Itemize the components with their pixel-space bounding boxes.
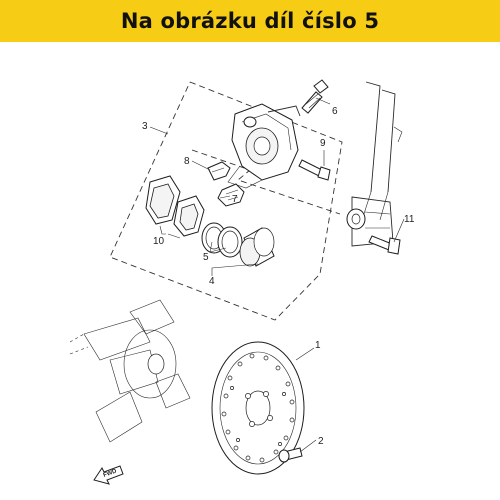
brake-disc [211,341,305,475]
callout-7: 7 [232,194,238,205]
brake-caliper [227,103,301,189]
piston-seals [201,222,243,258]
caliper-bolt [298,159,331,181]
caliper-piston [239,227,275,267]
callout-8: 8 [184,156,190,167]
callout-2: 2 [318,436,324,447]
callout-4: 4 [209,276,215,287]
callout-10: 10 [153,236,165,247]
callout-9: 9 [320,138,326,149]
forward-arrow-icon: FWD [93,465,124,485]
disc-bolt [278,447,303,463]
callout-3: 3 [142,121,148,132]
callout-5: 5 [203,252,209,263]
page-title: Na obrázku díl číslo 5 [120,9,380,33]
callout-6: 6 [332,106,338,117]
fwd-label: FWD [103,468,119,479]
mounting-bolt [368,235,401,255]
parts-diagram: FWD [69,79,415,485]
callout-1: 1 [315,340,321,351]
wheel-hub [69,299,191,443]
inner-boundary [191,149,341,215]
pad-spring [207,161,231,181]
pad-clip [217,183,245,207]
caliper-assembly-boundary [109,81,343,321]
leader-lines [149,97,405,453]
front-fork [346,81,403,247]
bleed-screw [301,79,329,114]
brake-pads [145,175,205,237]
title-banner: Na obrázku díl číslo 5 [0,0,500,42]
callout-11: 11 [404,214,415,225]
